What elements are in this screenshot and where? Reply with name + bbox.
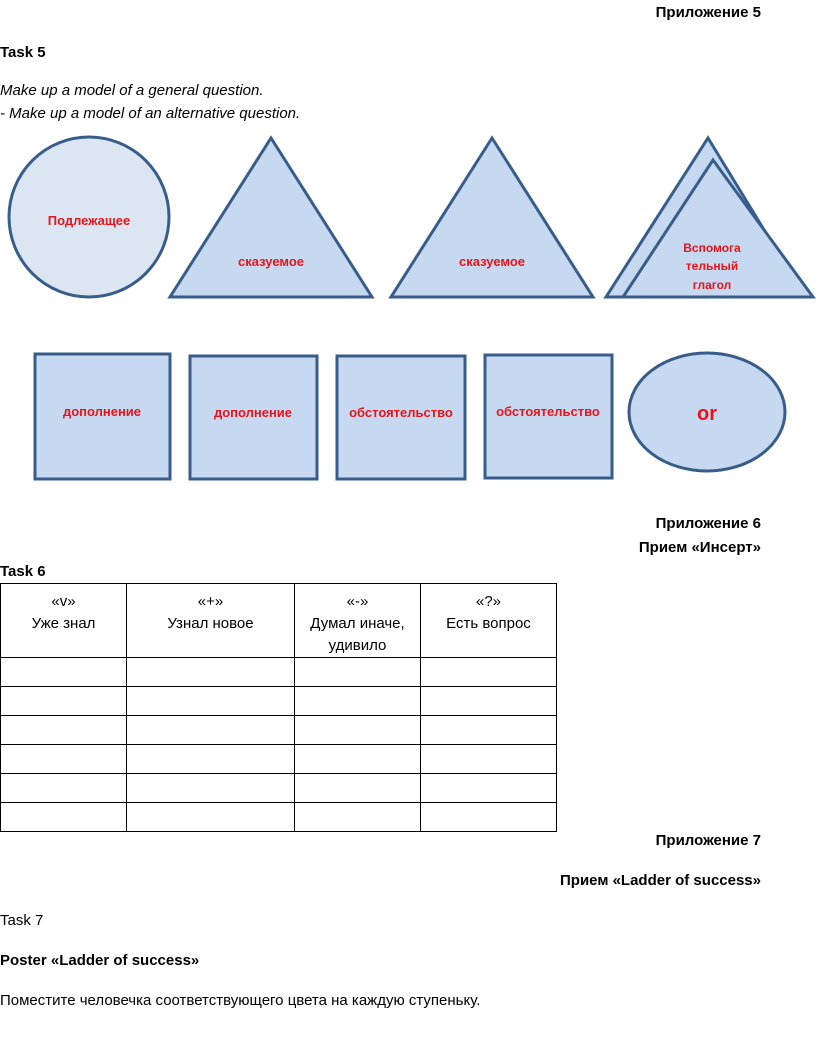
subject-label: Подлежащее xyxy=(48,213,131,228)
column-symbol: «+» xyxy=(197,593,224,610)
or-ellipse xyxy=(627,351,787,473)
column-label: Уже знал xyxy=(31,615,96,632)
table-cell[interactable] xyxy=(420,802,557,832)
subject-circle xyxy=(7,135,171,299)
appendix-6-heading: Приложение 6 xyxy=(655,515,761,532)
column-header-question: «?» Есть вопрос xyxy=(420,583,557,658)
technique-7-heading: Прием «Ladder of success» xyxy=(560,872,761,889)
insert-table: «v» Уже знал «+» Узнал новое «-» Думал и… xyxy=(0,583,557,832)
table-cell[interactable] xyxy=(420,744,557,774)
table-cell[interactable] xyxy=(126,686,295,716)
table-row xyxy=(0,773,557,803)
table-cell[interactable] xyxy=(294,715,421,745)
table-cell[interactable] xyxy=(126,773,295,803)
table-row xyxy=(0,657,557,687)
table-cell[interactable] xyxy=(0,802,127,832)
predicate-label-1: сказуемое xyxy=(238,254,304,269)
table-cell[interactable] xyxy=(420,773,557,803)
table-row xyxy=(0,744,557,774)
object-label-1: дополнение xyxy=(63,404,141,419)
table-cell[interactable] xyxy=(0,686,127,716)
task-5-line-1: Make up a model of a general question. xyxy=(0,82,264,99)
task-6-title: Task 6 xyxy=(0,563,46,580)
table-cell[interactable] xyxy=(0,773,127,803)
table-header-row: «v» Уже знал «+» Узнал новое «-» Думал и… xyxy=(0,583,557,658)
table-cell[interactable] xyxy=(0,715,127,745)
table-cell[interactable] xyxy=(294,744,421,774)
adverbial-square-1 xyxy=(335,354,467,481)
column-header-new: «+» Узнал новое xyxy=(126,583,295,658)
task-5-title: Task 5 xyxy=(0,44,46,61)
table-row xyxy=(0,715,557,745)
table-cell[interactable] xyxy=(126,744,295,774)
table-cell[interactable] xyxy=(126,802,295,832)
table-cell[interactable] xyxy=(294,802,421,832)
predicate-triangle-2 xyxy=(388,135,596,299)
column-label: Есть вопрос xyxy=(446,615,531,632)
adverbial-label-1: обстоятельство xyxy=(349,405,453,420)
adverbial-square-2 xyxy=(483,353,614,480)
auxiliary-label-3: глагол xyxy=(693,278,732,292)
column-header-known: «v» Уже знал xyxy=(0,583,127,658)
auxiliary-triangle-front xyxy=(620,157,816,299)
object-label-2: дополнение xyxy=(214,405,292,420)
poster-title: Poster «Ladder of success» xyxy=(0,952,200,969)
auxiliary-label-1: Вспомога xyxy=(683,241,741,255)
adverbial-label-2: обстоятельство xyxy=(496,404,600,419)
task-7-title: Task 7 xyxy=(0,912,44,929)
appendix-7-heading: Приложение 7 xyxy=(655,832,761,849)
or-label: or xyxy=(697,403,717,425)
table-cell[interactable] xyxy=(420,715,557,745)
table-cell[interactable] xyxy=(420,657,557,687)
table-cell[interactable] xyxy=(294,657,421,687)
predicate-triangle-1 xyxy=(167,135,375,299)
column-symbol: «?» xyxy=(475,593,502,610)
predicate-label-2: сказуемое xyxy=(459,254,525,269)
column-label: Узнал новое xyxy=(167,615,254,632)
table-cell[interactable] xyxy=(294,686,421,716)
table-cell[interactable] xyxy=(0,744,127,774)
table-cell[interactable] xyxy=(126,715,295,745)
sentence-model-diagram: Подлежащее сказуемое сказуемое Вспомога … xyxy=(7,135,816,481)
table-cell[interactable] xyxy=(126,657,295,687)
table-cell[interactable] xyxy=(0,657,127,687)
column-symbol: «-» xyxy=(346,593,369,610)
column-label: Думал иначе, удивило xyxy=(310,615,405,654)
column-header-surprised: «-» Думал иначе, удивило xyxy=(294,583,421,658)
object-square-1 xyxy=(33,352,172,481)
auxiliary-label-2: тельный xyxy=(686,259,738,273)
table-row xyxy=(0,802,557,832)
technique-6-heading: Прием «Инсерт» xyxy=(638,539,761,556)
table-row xyxy=(0,686,557,716)
task-5-line-2: - Make up a model of an alternative ques… xyxy=(0,105,301,122)
appendix-5-heading: Приложение 5 xyxy=(655,4,761,21)
table-cell[interactable] xyxy=(294,773,421,803)
table-cell[interactable] xyxy=(420,686,557,716)
object-square-2 xyxy=(188,354,319,481)
column-symbol: «v» xyxy=(51,593,76,610)
task-7-instruction: Поместите человечка соответствующего цве… xyxy=(0,992,481,1009)
